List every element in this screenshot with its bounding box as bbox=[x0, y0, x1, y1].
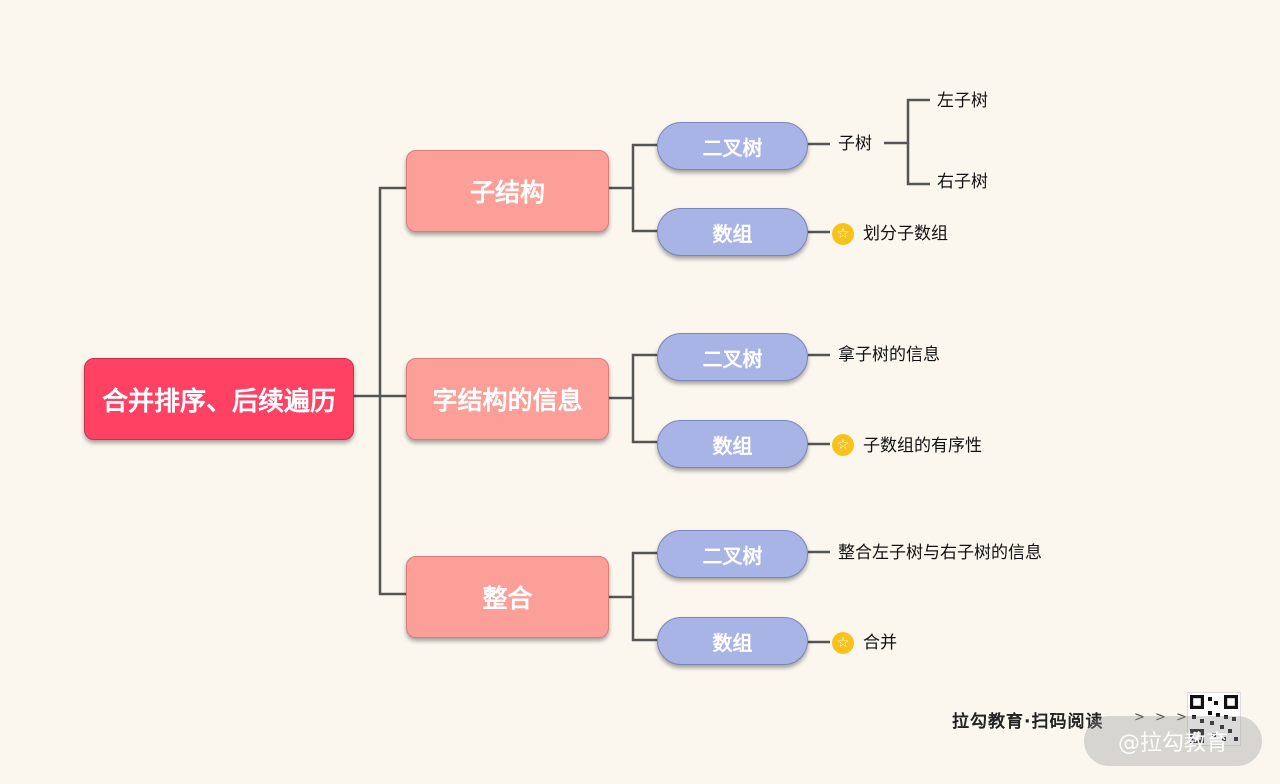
qr-code-icon[interactable] bbox=[1187, 692, 1241, 746]
branch-node-substructure-info[interactable]: 字结构的信息 bbox=[406, 358, 609, 440]
sub-node-array[interactable]: 数组 bbox=[657, 420, 808, 468]
root-node[interactable]: 合并排序、后续遍历 bbox=[84, 358, 354, 440]
watermark-logo: @拉勾教育 bbox=[1084, 716, 1262, 766]
leaf-label: 划分子数组 bbox=[863, 224, 948, 244]
star-icon: ☆ bbox=[832, 223, 854, 245]
leaf-label: 子树 bbox=[838, 134, 872, 154]
leaf-label: 子数组的有序性 bbox=[863, 436, 982, 456]
sub-node-array[interactable]: 数组 bbox=[657, 617, 808, 665]
star-icon: ☆ bbox=[832, 434, 854, 456]
leaf-label: 拿子树的信息 bbox=[838, 345, 940, 365]
branch-node-substructure[interactable]: 子结构 bbox=[406, 150, 609, 232]
leaf-label: 合并 bbox=[863, 633, 897, 653]
sub-node-array[interactable]: 数组 bbox=[657, 208, 808, 256]
sub-node-binary-tree[interactable]: 二叉树 bbox=[657, 122, 808, 170]
footer-arrows: > > > bbox=[1134, 710, 1190, 725]
footer-scan-text: 拉勾教育·扫码阅读 bbox=[952, 712, 1104, 732]
leaf-label: 整合左子树与右子树的信息 bbox=[838, 543, 1042, 563]
star-icon: ☆ bbox=[832, 632, 854, 654]
sub-node-binary-tree[interactable]: 二叉树 bbox=[657, 333, 808, 381]
subleaf-left-subtree: 左子树 bbox=[937, 91, 988, 111]
branch-node-integration[interactable]: 整合 bbox=[406, 556, 609, 638]
subleaf-right-subtree: 右子树 bbox=[937, 172, 988, 192]
sub-node-binary-tree[interactable]: 二叉树 bbox=[657, 530, 808, 578]
